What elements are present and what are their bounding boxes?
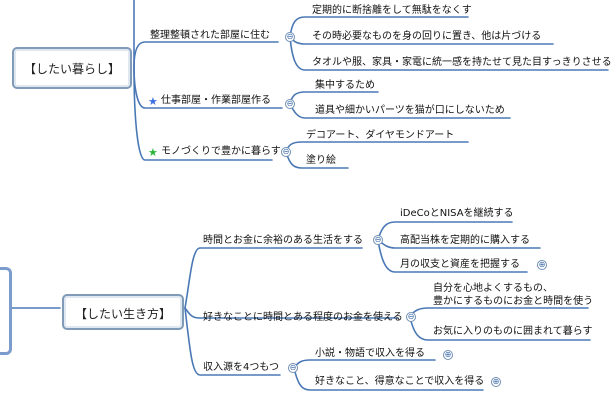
collapse-toggle-icon[interactable]: ⊖ bbox=[285, 99, 295, 109]
root-node-label: 【したい生き方】 bbox=[74, 307, 171, 321]
leaf-node[interactable]: 集中するため bbox=[315, 80, 375, 91]
collapse-toggle-icon[interactable]: ⊖ bbox=[285, 32, 295, 42]
connector bbox=[409, 316, 591, 341]
branch-node-spend-on-favorites[interactable]: 好きなことに時間とある程度のお金を使える bbox=[203, 312, 403, 323]
leaf-node[interactable]: 小説・物語で収入を得る bbox=[315, 348, 425, 359]
collapse-toggle-icon[interactable]: ⊖ bbox=[281, 147, 291, 157]
leaf-node[interactable]: デコアート、ダイヤモンドアート bbox=[306, 130, 455, 141]
connector bbox=[409, 307, 589, 318]
offscreen-node-frame bbox=[0, 267, 12, 355]
root-node-label: 【したい暮らし】 bbox=[23, 62, 120, 76]
collapse-toggle-icon[interactable]: ⊖ bbox=[406, 312, 416, 322]
connector bbox=[184, 307, 281, 376]
leaf-node[interactable]: お気に入りのものに囲まれて暮らす bbox=[433, 326, 593, 337]
branch-node-craft-living[interactable]: モノづくりで豊かに暮らす bbox=[161, 146, 281, 157]
branch-node-workroom[interactable]: 仕事部屋・作業部屋作る bbox=[161, 95, 271, 106]
leaf-node[interactable]: iDeCoとNISAを継続する bbox=[400, 208, 514, 219]
collapse-toggle-icon[interactable]: ⊖ bbox=[373, 235, 383, 245]
leaf-node[interactable]: その時必要なものを身の回りに置き、他は片づける bbox=[312, 31, 542, 42]
connector bbox=[293, 367, 484, 391]
expand-toggle-icon[interactable]: ⊕ bbox=[491, 377, 501, 387]
leaf-node[interactable]: 道具や細かいパーツを猫が口にしないため bbox=[315, 105, 505, 116]
branch-node-time-money-margin[interactable]: 時間とお金に余裕のある生活をする bbox=[203, 235, 363, 246]
leaf-node[interactable]: 自分を心地よくするもの、 bbox=[433, 283, 553, 294]
leaf-node[interactable]: 塗り絵 bbox=[306, 155, 336, 166]
connector bbox=[285, 141, 469, 153]
connector bbox=[184, 247, 363, 309]
green-star-icon: ★ bbox=[148, 146, 158, 159]
connector bbox=[133, 66, 273, 161]
connector bbox=[184, 307, 399, 319]
expand-toggle-icon[interactable]: ⊕ bbox=[443, 350, 453, 360]
root-node-ideal-way-of-life[interactable]: 【したい生き方】 bbox=[62, 294, 184, 330]
leaf-node[interactable]: 月の収支と資産を把握する bbox=[400, 259, 520, 270]
blue-star-icon: ★ bbox=[148, 95, 158, 108]
expand-toggle-icon[interactable]: ⊕ bbox=[537, 260, 547, 270]
collapse-toggle-icon[interactable]: ⊖ bbox=[288, 363, 298, 373]
connector bbox=[289, 36, 609, 71]
connector bbox=[377, 239, 528, 273]
branch-node-organized-room[interactable]: 整理整頓された部屋に住む bbox=[150, 30, 270, 41]
root-node-ideal-life[interactable]: 【したい暮らし】 bbox=[12, 47, 132, 89]
leaf-node[interactable]: タオルや服、家具・家電に統一感を持たせて見た目すっきりさせる bbox=[312, 57, 612, 68]
leaf-node[interactable]: 豊かにするものにお金と時間を使う bbox=[433, 296, 594, 307]
leaf-node[interactable]: 高配当株を定期的に購入する bbox=[400, 235, 530, 246]
connector bbox=[293, 359, 436, 369]
leaf-node[interactable]: 好きなこと、得意なことで収入を得る bbox=[315, 376, 485, 387]
branch-node-four-income-sources[interactable]: 収入源を4つもつ bbox=[203, 362, 279, 373]
leaf-node[interactable]: 定期的に断捨離をして無駄をなくす bbox=[312, 5, 472, 16]
connector bbox=[133, 41, 279, 68]
connector bbox=[289, 91, 379, 105]
